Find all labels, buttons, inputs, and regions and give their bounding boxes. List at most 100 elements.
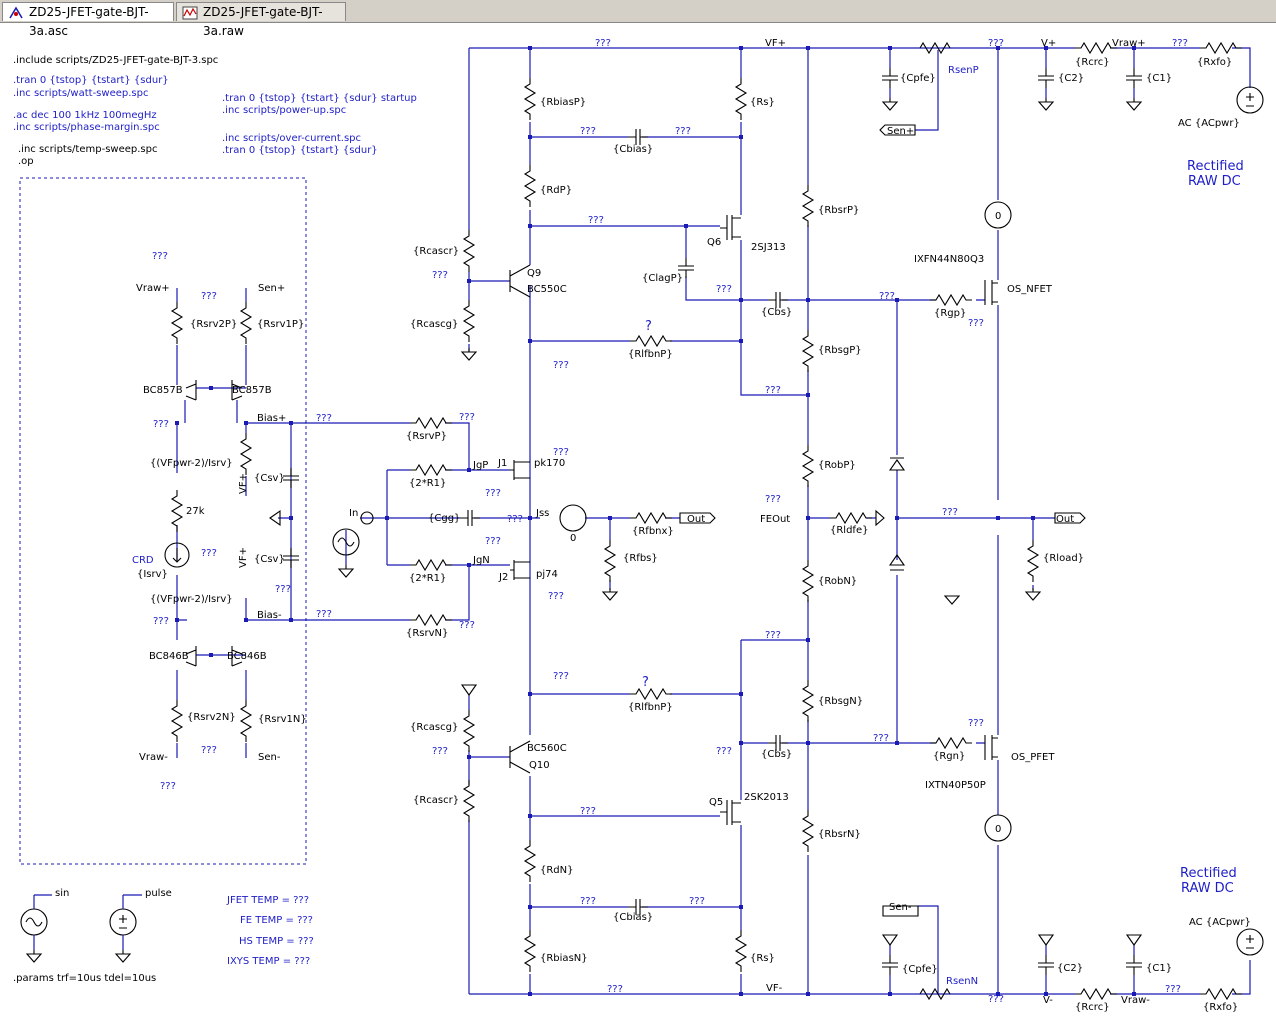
unk-26: ??? xyxy=(968,718,984,729)
c1-bottom-label: {C1} xyxy=(1146,963,1172,974)
tab-raw[interactable]: ZD25-JFET-gate-BJT-3a.raw xyxy=(176,2,346,38)
unk-15: ??? xyxy=(553,447,569,458)
r1-bottom-label: {2*R1} xyxy=(409,573,446,584)
rsrv2p-label: {Rsrv2P} xyxy=(190,319,237,330)
servo-unknown-3: ??? xyxy=(153,419,169,430)
nfet-label: OS_NFET xyxy=(1007,284,1053,295)
directive-op[interactable]: .op xyxy=(18,156,34,167)
unk-05: ??? xyxy=(675,126,691,137)
unk-08: ??? xyxy=(716,284,732,295)
vf-minus-label: VF- xyxy=(766,983,783,994)
pfet-model: IXTN40P50P xyxy=(925,780,986,791)
unk-16: ??? xyxy=(485,488,501,499)
c2-bottom-label: {C2} xyxy=(1057,963,1083,974)
unk-11: ??? xyxy=(553,360,569,371)
meter-zero-bottom: 0 xyxy=(995,824,1001,835)
jgp-label: JgP xyxy=(472,460,488,471)
rbiasp-label: {RbiasP} xyxy=(540,97,586,108)
unk-07: ??? xyxy=(432,270,448,281)
servo-unknown-6: ??? xyxy=(153,616,169,627)
schematic-canvas[interactable]: .include scripts/ZD25-JFET-gate-BJT-3.sp… xyxy=(0,22,1276,1026)
unk-06: ??? xyxy=(588,215,604,226)
unk-17: ??? xyxy=(765,494,781,505)
pulse-label: pulse xyxy=(145,888,172,899)
directive-power-up[interactable]: .inc scripts/power-up.spc xyxy=(222,105,346,116)
tab-schematic-label: ZD25-JFET-gate-BJT-3a.asc xyxy=(29,5,149,38)
pfet-label: OS_PFET xyxy=(1011,752,1055,763)
j1-model: pk170 xyxy=(534,458,565,469)
rsrvp-label: {RsrvP} xyxy=(406,431,447,442)
directive-tran-1[interactable]: .tran 0 {tstop} {tstart} {sdur} xyxy=(13,75,169,86)
tab-bar: ZD25-JFET-gate-BJT-3a.asc ZD25-JFET-gate… xyxy=(0,0,1276,38)
rsrv1p-label: {Rsrv1P} xyxy=(257,319,304,330)
cpfe-top-label: {Cpfe} xyxy=(900,73,936,84)
directive-params[interactable]: .params trf=10us tdel=10us xyxy=(13,973,156,984)
rsenn-label: RsenN xyxy=(946,976,978,987)
tab-raw-label: ZD25-JFET-gate-BJT-3a.raw xyxy=(203,5,323,38)
directive-phase-margin[interactable]: .inc scripts/phase-margin.spc xyxy=(13,122,160,133)
jss-label: Jss xyxy=(535,508,549,519)
rs-bottom-label: {Rs} xyxy=(750,953,775,964)
directive-include[interactable]: .include scripts/ZD25-JFET-gate-BJT-3.sp… xyxy=(13,55,218,66)
servo-unknown-7: ??? xyxy=(201,745,217,756)
servo-unknown-1: ??? xyxy=(152,251,168,262)
robp-label: {RobP} xyxy=(818,460,856,471)
rxfo-bottom-label: {Rxfo} xyxy=(1203,1002,1238,1013)
vf-plus-label: VF+ xyxy=(765,38,786,49)
j2-label: J2 xyxy=(498,572,508,583)
rcascg-top-label: {Rcascg} xyxy=(410,319,458,330)
rbsrn-label: {RbsrN} xyxy=(818,829,861,840)
rcrc-bottom-label: {Rcrc} xyxy=(1075,1002,1110,1013)
bc857-left: BC857B xyxy=(143,385,183,396)
directive-over-current[interactable]: .inc scripts/over-current.spc xyxy=(222,133,361,144)
rectified-label-top: Rectified xyxy=(1187,159,1244,174)
unk-14: ??? xyxy=(459,412,475,423)
tab-schematic[interactable]: ZD25-JFET-gate-BJT-3a.asc xyxy=(2,2,174,38)
rsrvn-label: {RsrvN} xyxy=(406,628,448,639)
servo-vf-rot-1: VF+ xyxy=(238,473,249,494)
rdn-label: {RdN} xyxy=(540,865,574,876)
rs-top-label: {Rs} xyxy=(750,97,775,108)
q10-label: Q10 xyxy=(529,760,550,771)
unknown-annotations: ??? ??? ??? ??? ??? ??? ??? ??? ??? ??? … xyxy=(316,38,1188,1005)
rcrc-top-label: {Rcrc} xyxy=(1075,57,1110,68)
directive-temp-sweep[interactable]: .inc scripts/temp-sweep.spc xyxy=(18,144,157,155)
meter-zero-top: 0 xyxy=(995,211,1001,222)
j1-label: J1 xyxy=(497,458,507,469)
rawdc-label-top: RAW DC xyxy=(1188,174,1241,189)
unk-13: ??? xyxy=(316,413,332,424)
q6-label: Q6 xyxy=(707,237,721,248)
directive-ac[interactable]: .ac dec 100 1kHz 100megHz xyxy=(13,110,157,121)
vraw-plus-label: Vraw+ xyxy=(1112,38,1146,49)
main-parts: sin pulse xyxy=(20,41,1264,1001)
servo-unknown-2: ??? xyxy=(201,291,217,302)
directive-tran-startup[interactable]: .tran 0 {tstop} {tstart} {sdur} startup xyxy=(222,93,417,104)
directive-tran-2[interactable]: .tran 0 {tstop} {tstart} {sdur} xyxy=(222,145,378,156)
rload-label: {Rload} xyxy=(1043,553,1084,564)
sen-plus-flag: Sen+ xyxy=(887,126,914,137)
servo-sen-plus: Sen+ xyxy=(258,283,285,294)
q6-model: 2SJ313 xyxy=(751,242,786,253)
rsrv2n-label: {Rsrv2N} xyxy=(187,712,236,723)
ixys-temp: IXYS TEMP = ??? xyxy=(227,956,310,967)
unk-12: ??? xyxy=(765,385,781,396)
unk-21: ??? xyxy=(548,591,564,602)
csv-label-bottom: {Csv} xyxy=(254,554,285,565)
directive-watt-sweep[interactable]: .inc scripts/watt-sweep.spc xyxy=(13,88,148,99)
cbias-bottom-label: {Cbias} xyxy=(613,912,653,923)
rfbs-label: {Rfbs} xyxy=(623,553,658,564)
nfet-model: IXFN44N80Q3 xyxy=(914,254,984,265)
cpfe-bottom-label: {Cpfe} xyxy=(902,964,938,975)
cgg-label: {Cgg} xyxy=(428,513,460,524)
spice-directives[interactable]: .include scripts/ZD25-JFET-gate-BJT-3.sp… xyxy=(13,55,417,984)
servo-wires xyxy=(176,288,306,758)
cbias-top-label: {Cbias} xyxy=(613,144,653,155)
q5-model: 2SK2013 xyxy=(744,792,789,803)
isrv-label: {Isrv} xyxy=(137,569,168,580)
unk-35: ??? xyxy=(1165,984,1181,995)
servo-unknown-8: ??? xyxy=(160,781,176,792)
out-flag-main: Out xyxy=(1056,514,1074,525)
out-flag-front: Out xyxy=(687,514,705,525)
jfet-temp: JFET TEMP = ??? xyxy=(226,895,309,906)
question-bottom: ? xyxy=(642,675,649,690)
